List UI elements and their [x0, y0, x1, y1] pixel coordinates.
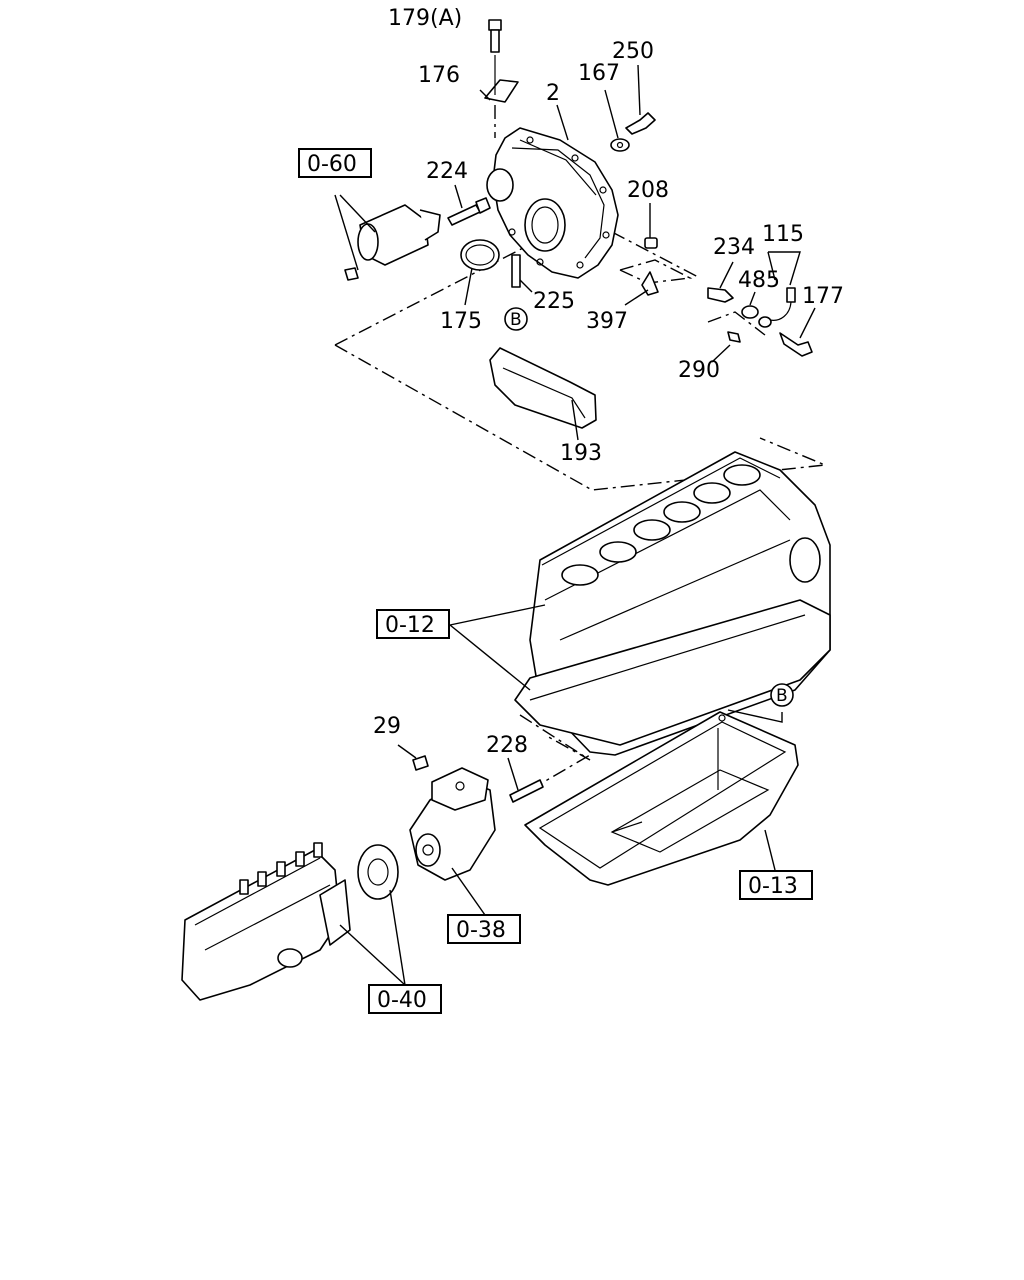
bolt-234: [707, 287, 734, 303]
callout-208: 208: [627, 178, 669, 203]
callout-179a: 179(A): [388, 6, 462, 31]
reference-0-60[interactable]: 0-60: [298, 148, 372, 178]
bolt-290: [727, 331, 741, 343]
key-29: [412, 755, 429, 771]
callout-177: 177: [802, 284, 844, 309]
svg-text:B: B: [510, 310, 522, 330]
callout-115: 115: [762, 222, 804, 247]
callout-250: 250: [612, 39, 654, 64]
callout-234: 234: [713, 235, 755, 260]
reference-0-12[interactable]: 0-12: [376, 609, 450, 639]
callout-290: 290: [678, 358, 720, 383]
air-compressor: [409, 767, 496, 881]
callout-228: 228: [486, 733, 528, 758]
svg-text:B: B: [776, 686, 788, 706]
stud-228: [509, 779, 544, 803]
callout-225: 225: [533, 289, 575, 314]
callout-167: 167: [578, 61, 620, 86]
stud-225: [511, 254, 521, 288]
leader-lines: [334, 64, 816, 986]
pump-coupling: [357, 844, 399, 900]
flywheel-cover-193: [489, 347, 597, 429]
washer-485: [741, 305, 759, 319]
pipe-115: [758, 287, 796, 328]
callout-labels: 179(A) 176 250 167 2 224 208 234 115 485…: [373, 6, 844, 758]
callout-193: 193: [560, 441, 602, 466]
starter-motor: [344, 204, 441, 281]
marker-b-lower: B: [770, 683, 794, 707]
bolt-224: [447, 197, 491, 226]
marker-b-upper: B: [504, 307, 528, 331]
crankcase: [514, 599, 831, 746]
callout-224: 224: [426, 159, 468, 184]
plug-208: [644, 237, 658, 249]
callout-29: 29: [373, 714, 401, 739]
flywheel-housing: [486, 127, 619, 279]
callout-2: 2: [546, 81, 560, 106]
bolt-179a: [488, 19, 502, 53]
oil-pan: [524, 711, 799, 886]
oil-seal-175: [460, 239, 500, 271]
svg-text:0-60: 0-60: [307, 152, 357, 177]
callout-176: 176: [418, 63, 460, 88]
svg-text:0-38: 0-38: [456, 918, 506, 943]
callout-397: 397: [586, 309, 628, 334]
reference-0-40[interactable]: 0-40: [368, 984, 442, 1014]
bolt-250: [625, 112, 656, 135]
callout-485: 485: [738, 268, 780, 293]
callout-175: 175: [440, 309, 482, 334]
reference-0-38[interactable]: 0-38: [447, 914, 521, 944]
svg-text:0-13: 0-13: [748, 874, 798, 899]
bolt-177: [779, 332, 813, 357]
svg-text:0-40: 0-40: [377, 988, 427, 1013]
washer-167: [610, 138, 630, 152]
injection-pump: [181, 842, 351, 1001]
reference-0-13[interactable]: 0-13: [739, 870, 813, 900]
svg-text:0-12: 0-12: [385, 613, 435, 638]
bracket-176: [484, 55, 519, 103]
